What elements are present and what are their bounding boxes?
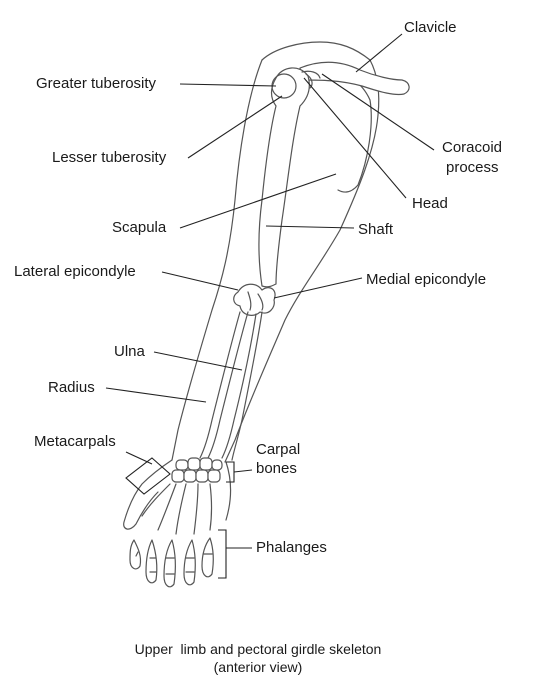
label-medial-epicondyle: Medial epicondyle [366, 271, 486, 288]
clavicle [299, 61, 410, 96]
leader-lines [105, 33, 435, 579]
label-greater-tuberosity: Greater tuberosity [36, 75, 157, 92]
phalanges [129, 537, 214, 588]
caption-line-1: Upper limb and pectoral girdle skeleton [135, 641, 382, 657]
caption-line-2: (anterior view) [214, 659, 303, 675]
humerus [258, 67, 321, 288]
label-coracoid-process-2: process [446, 159, 499, 176]
labels: Clavicle Greater tuberosity Coracoid pro… [14, 19, 502, 556]
label-clavicle: Clavicle [404, 19, 457, 36]
caption: Upper limb and pectoral girdle skeleton … [135, 641, 382, 675]
forearm-bones [199, 311, 263, 461]
label-ulna: Ulna [114, 343, 146, 360]
label-scapula: Scapula [112, 219, 167, 236]
label-radius: Radius [48, 379, 95, 396]
carpal-bones [171, 457, 223, 483]
hand-outline [123, 459, 232, 530]
label-carpal-bones-2: bones [256, 460, 297, 477]
elbow-joint [233, 283, 276, 316]
label-lesser-tuberosity: Lesser tuberosity [52, 149, 167, 166]
metacarpals [141, 483, 213, 535]
label-carpal-bones-1: Carpal [256, 441, 300, 458]
label-phalanges: Phalanges [256, 539, 327, 556]
label-head: Head [412, 195, 448, 212]
label-lateral-epicondyle: Lateral epicondyle [14, 263, 136, 280]
label-shaft: Shaft [358, 221, 394, 238]
label-coracoid-process-1: Coracoid [442, 139, 502, 156]
label-metacarpals: Metacarpals [34, 433, 116, 450]
